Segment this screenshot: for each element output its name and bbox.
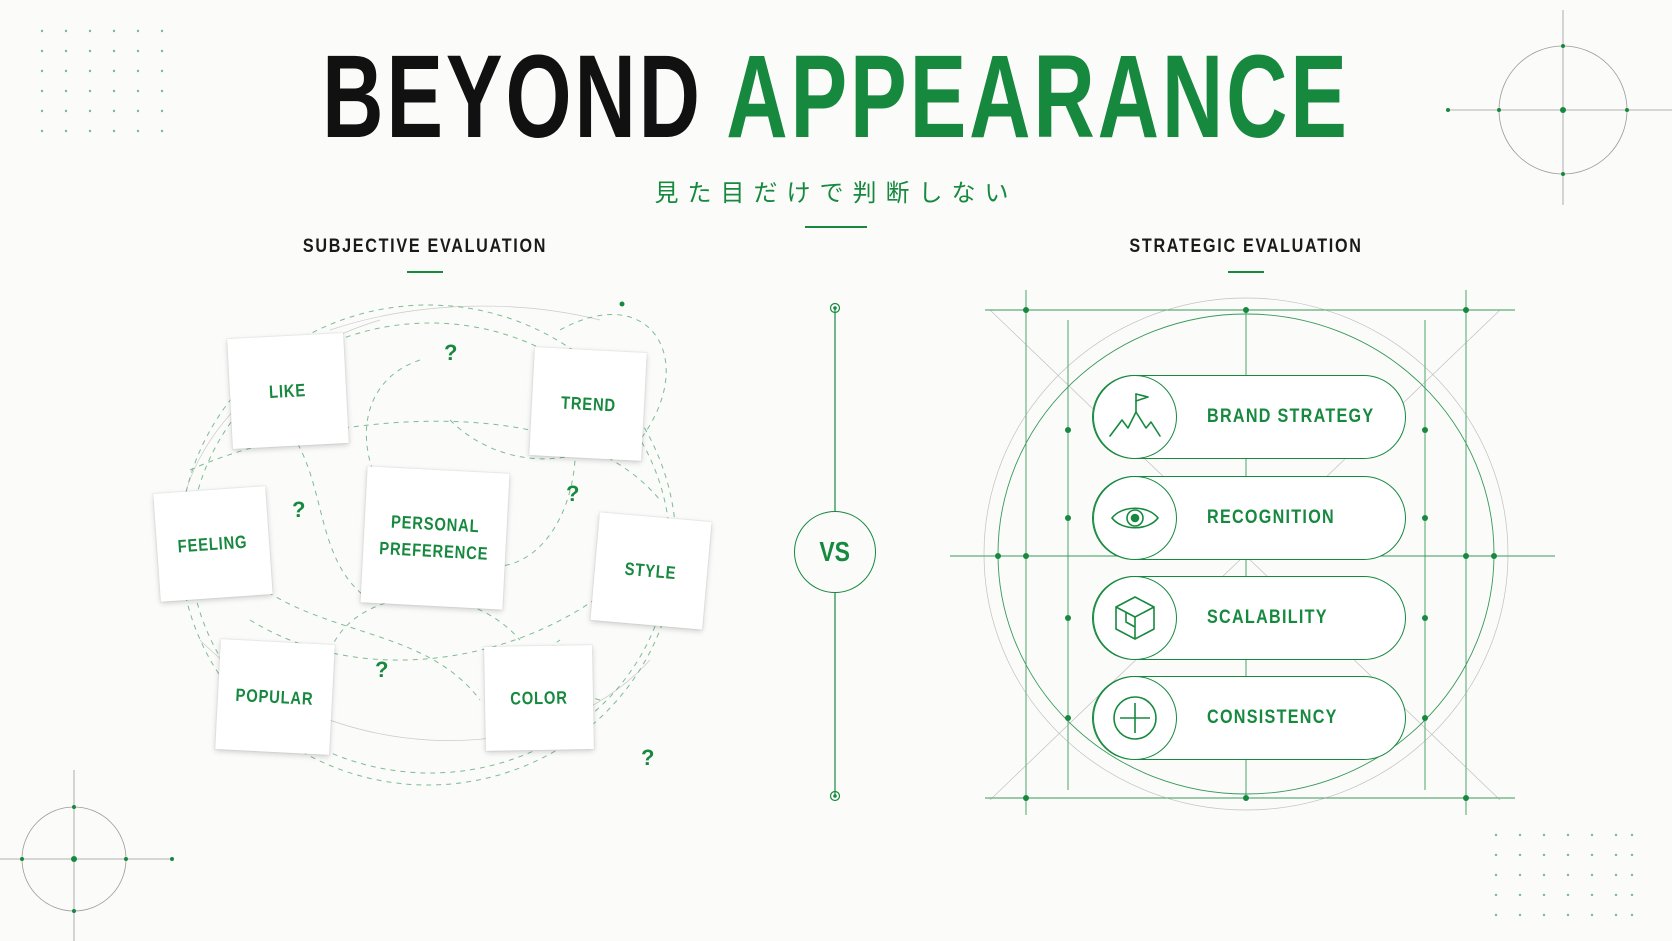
question-mark: ? <box>444 340 458 365</box>
card-label: TREND <box>560 392 616 415</box>
card-personal-preference: PERSONAL PREFERENCE <box>360 466 510 610</box>
pill-icon-wrap <box>1093 676 1177 760</box>
card-label: FEELING <box>177 531 249 556</box>
subtitle-rule <box>805 226 867 228</box>
crosshair-plus-icon <box>1113 696 1157 740</box>
title-word-beyond: BEYOND <box>322 31 703 163</box>
card-label: STYLE <box>624 558 678 583</box>
subjective-heading: SUBJECTIVE EVALUATION <box>302 236 548 257</box>
dot-grid-bottom-right <box>1494 833 1634 917</box>
pill-recognition: RECOGNITION <box>1092 476 1406 560</box>
pill-icon-wrap <box>1093 576 1177 660</box>
eye-icon <box>1110 507 1160 529</box>
question-mark: ? <box>292 497 306 522</box>
subjective-heading-rule <box>407 271 443 273</box>
pill-label: CONSISTENCY <box>1207 707 1338 728</box>
pill-scalability: SCALABILITY <box>1092 576 1406 660</box>
card-color: COLOR <box>484 645 594 751</box>
pill-icon-wrap <box>1093 375 1177 459</box>
title-word-appearance: APPEARANCE <box>726 31 1350 163</box>
question-mark: ? <box>641 745 655 770</box>
card-label: LIKE <box>269 379 307 402</box>
dot-grid-top-left <box>40 29 164 133</box>
card-feeling: FEELING <box>153 486 273 602</box>
grid-nodes <box>995 307 1497 801</box>
strategic-heading: STRATEGIC EVALUATION <box>1129 236 1363 257</box>
cube-icon <box>1115 596 1155 640</box>
card-like: LIKE <box>227 333 349 449</box>
card-label: COLOR <box>510 687 568 708</box>
card-popular: POPULAR <box>215 639 335 755</box>
page-title: BEYOND APPEARANCE <box>234 38 1438 156</box>
vs-badge: VS <box>794 511 876 593</box>
vs-label: VS <box>819 536 851 567</box>
pill-label: RECOGNITION <box>1207 507 1335 528</box>
question-mark: ? <box>566 481 580 506</box>
question-mark: ? <box>375 657 389 682</box>
pill-label: SCALABILITY <box>1207 607 1328 628</box>
card-trend: TREND <box>529 347 647 461</box>
mountain-flag-icon <box>1109 393 1161 437</box>
pill-icon-wrap <box>1093 476 1177 560</box>
card-label: POPULAR <box>235 684 315 709</box>
strategic-heading-rule <box>1228 271 1264 273</box>
pill-consistency: CONSISTENCY <box>1092 676 1406 760</box>
pill-label: BRAND STRATEGY <box>1207 406 1375 427</box>
pill-brand-strategy: BRAND STRATEGY <box>1092 375 1406 459</box>
card-style: STYLE <box>590 512 712 630</box>
page-subtitle: 見た目だけで判断しない <box>654 179 1018 207</box>
crosshair-bottom-left <box>0 770 172 941</box>
card-label: PERSONAL PREFERENCE <box>379 511 490 564</box>
